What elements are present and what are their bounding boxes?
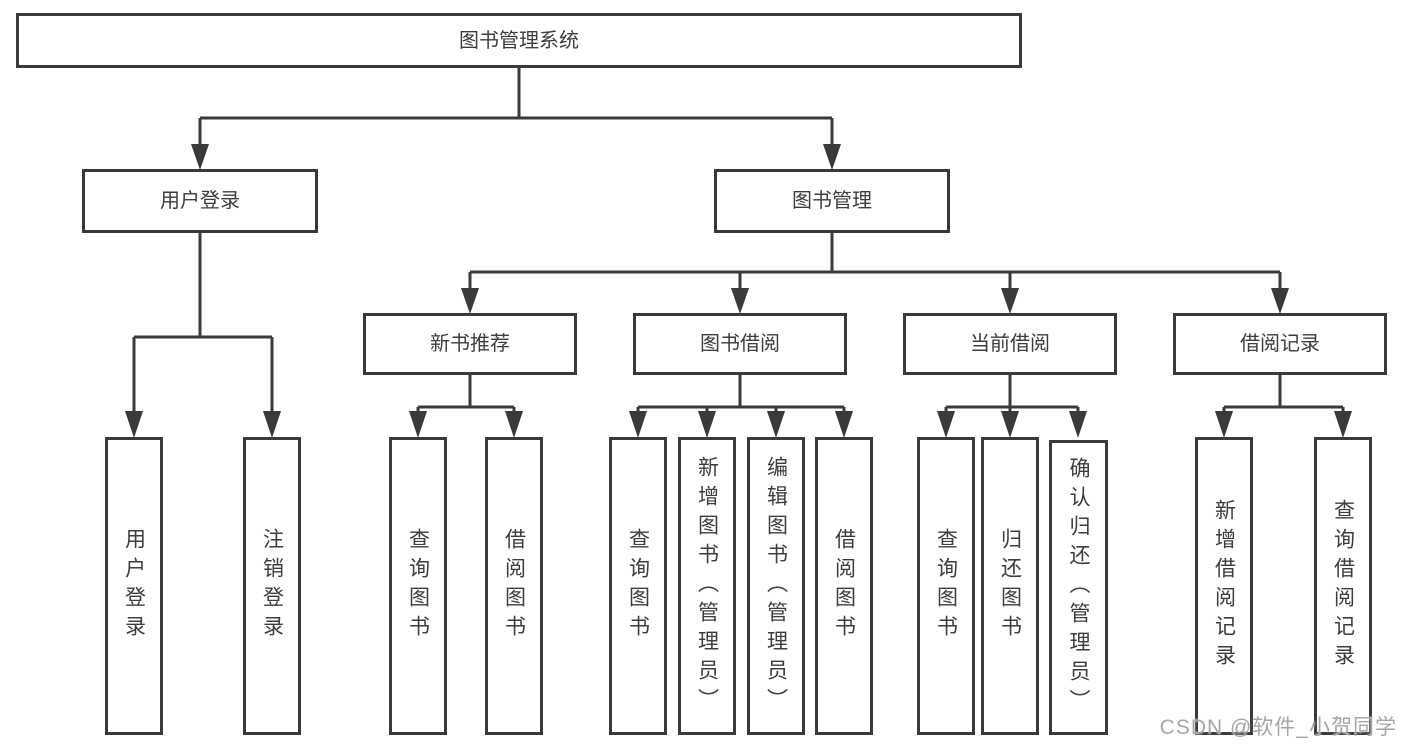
node-label: 用户登录 (122, 528, 146, 644)
node-add-books-admin: 新增图书（管理员） (678, 437, 736, 735)
connector-book-management-to-level3 (461, 232, 1289, 314)
node-user-login-leaf: 用户登录 (105, 437, 163, 735)
node-add-borrow-record: 新增借阅记录 (1195, 437, 1253, 735)
node-label: 借阅图书 (832, 528, 856, 644)
connector-root-to-level2 (191, 68, 841, 170)
node-label: 当前借阅 (970, 333, 1050, 355)
node-borrow-books-borrowing: 借阅图书 (815, 437, 873, 735)
node-label: 图书管理系统 (459, 29, 579, 52)
connector-new-book-recommend-group (409, 375, 523, 438)
node-borrow-records: 借阅记录 (1173, 313, 1387, 375)
node-label: 新增图书（管理员） (695, 455, 719, 717)
node-return-books: 归还图书 (981, 437, 1039, 735)
node-label: 新书推荐 (430, 333, 510, 355)
node-query-books-borrowing: 查询图书 (609, 437, 667, 735)
node-book-management: 图书管理 (714, 169, 950, 233)
node-query-books-recommend: 查询图书 (389, 437, 447, 735)
node-logout-leaf: 注销登录 (243, 437, 301, 735)
node-label: 图书借阅 (700, 333, 780, 355)
node-label: 用户登录 (160, 190, 240, 212)
node-label: 借阅图书 (502, 528, 526, 644)
node-label: 编辑图书（管理员） (764, 455, 788, 717)
node-query-borrow-record: 查询借阅记录 (1314, 437, 1372, 735)
connector-borrow-records-group (1215, 375, 1352, 438)
node-edit-books-admin: 编辑图书（管理员） (747, 437, 805, 735)
node-label: 借阅记录 (1240, 333, 1320, 355)
node-query-books-current: 查询图书 (917, 437, 975, 735)
node-book-borrowing: 图书借阅 (633, 313, 847, 375)
node-label: 确认归还（管理员） (1067, 457, 1090, 718)
connector-book-borrowing-group (629, 375, 853, 438)
node-current-borrowing: 当前借阅 (903, 313, 1117, 375)
connector-current-borrowing-group (937, 375, 1087, 438)
node-label: 查询借阅记录 (1331, 499, 1355, 673)
node-label: 图书管理 (792, 190, 872, 212)
connector-user-login-group (125, 233, 281, 438)
node-label: 注销登录 (260, 528, 284, 644)
node-confirm-return-admin: 确认归还（管理员） (1049, 440, 1108, 735)
csdn-watermark: CSDN @软件_小贺同学 (1159, 716, 1397, 739)
node-label: 查询图书 (626, 528, 650, 644)
node-label: 查询图书 (406, 528, 430, 644)
node-library-management-system: 图书管理系统 (16, 13, 1022, 68)
node-user-login: 用户登录 (82, 169, 318, 233)
node-borrow-books-recommend: 借阅图书 (485, 437, 543, 735)
node-label: 新增借阅记录 (1212, 499, 1236, 673)
node-new-book-recommendation: 新书推荐 (363, 313, 577, 375)
node-label: 归还图书 (998, 528, 1022, 644)
node-label: 查询图书 (934, 528, 958, 644)
